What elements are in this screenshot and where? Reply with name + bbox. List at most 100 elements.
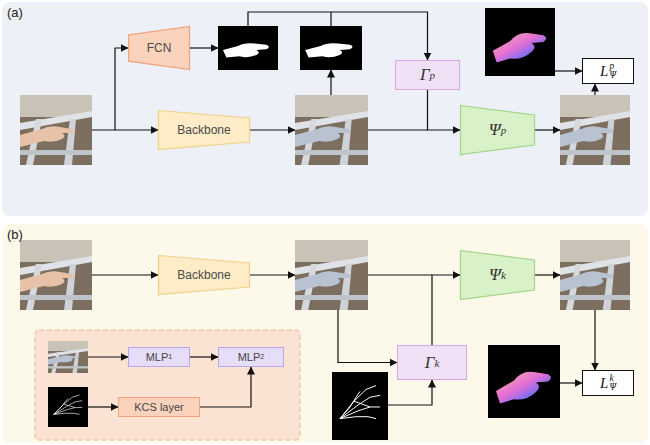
- psi-network: Ψp: [460, 105, 535, 155]
- node-label: MLP2: [238, 351, 265, 363]
- symbol-text: Backbone: [177, 268, 230, 282]
- wires: [88, 12, 595, 407]
- panel: (a)FCNBackboneΓpΨpLpΨ: [2, 2, 648, 216]
- wire: [594, 310, 595, 370]
- node-label: LkΨ: [600, 374, 616, 392]
- wire: [535, 129, 560, 130]
- mask-image: [300, 26, 362, 70]
- wire: [250, 274, 295, 275]
- subscript: p: [501, 124, 507, 136]
- subscript: Ψ: [609, 71, 616, 80]
- wire: [92, 274, 158, 275]
- input-photo: [20, 95, 92, 165]
- panel-label: (a): [7, 5, 23, 20]
- wire: [115, 48, 128, 130]
- node-label: Ψk: [489, 265, 506, 285]
- backbone-block: Backbone: [158, 255, 250, 295]
- script-stack: pΨ: [609, 62, 616, 80]
- mlp-box: MLP2: [218, 347, 284, 367]
- wire: [560, 382, 582, 383]
- script-stack: kΨ: [609, 374, 616, 392]
- loss-box: LpΨ: [582, 58, 634, 84]
- block-shape: [159, 256, 250, 295]
- symbol-text: KCS layer: [134, 401, 184, 413]
- feature-photo: [295, 95, 368, 165]
- symbol-text: Γ: [420, 65, 430, 85]
- panel-label: (b): [7, 227, 23, 242]
- subscript: p: [430, 69, 436, 81]
- symbol-text: MLP: [238, 351, 261, 363]
- rendered-hand: [485, 8, 555, 76]
- wire: [92, 129, 158, 130]
- kcs-layer-box: KCS layer: [118, 397, 200, 417]
- subscript: 1: [168, 353, 172, 361]
- wire: [330, 12, 331, 26]
- symbol-text: Backbone: [177, 123, 230, 137]
- wire: [190, 47, 218, 48]
- symbol-text: Ψ: [489, 265, 501, 285]
- connector-arrow: [432, 275, 460, 345]
- node-label: Ψp: [489, 120, 506, 140]
- symbol-text: MLP: [146, 351, 169, 363]
- node-label: FCN: [147, 41, 172, 55]
- output-photo: [560, 240, 630, 310]
- mask-image: [218, 26, 278, 70]
- backbone-block: Backbone: [158, 110, 250, 150]
- node-label: LpΨ: [600, 62, 616, 80]
- wire: [330, 70, 331, 95]
- inset-photo: [48, 341, 88, 373]
- wire: [338, 310, 397, 363]
- psi-network: Ψk: [460, 250, 535, 300]
- subscript: k: [434, 357, 439, 369]
- subscript: Ψ: [609, 383, 616, 392]
- wire: [594, 84, 595, 95]
- feature-photo: [295, 240, 368, 310]
- output-photo: [560, 95, 630, 165]
- node-label: Backbone: [177, 123, 230, 137]
- dashed-inset: [35, 330, 300, 440]
- wire: [88, 356, 128, 357]
- input-photo: [20, 240, 92, 310]
- panel-ground: [2, 2, 648, 216]
- wire: [368, 129, 428, 130]
- gamma-box: Γp: [395, 60, 460, 90]
- wire: [248, 12, 428, 60]
- subscript: k: [501, 269, 506, 281]
- panel: (b)BackboneΨkΓkMLP1MLP2KCS layerLkΨ: [2, 224, 648, 443]
- symbol-text: L: [600, 375, 608, 392]
- node-label: Γp: [420, 65, 435, 85]
- panel-ground: [2, 224, 648, 443]
- wire: [555, 70, 582, 71]
- gamma-box: Γk: [397, 345, 467, 380]
- wire: [368, 274, 432, 275]
- wire: [88, 406, 118, 407]
- block-shape: [129, 27, 190, 70]
- symbol-text: FCN: [147, 41, 172, 55]
- symbol-text: L: [600, 63, 608, 80]
- connector-arrow: [428, 90, 461, 130]
- node-label: Γk: [425, 353, 440, 373]
- node-label: Backbone: [177, 268, 230, 282]
- keypoint-image: [48, 387, 88, 427]
- wire: [250, 129, 295, 130]
- fcn-block: FCN: [128, 26, 190, 70]
- symbol-text: Ψ: [489, 120, 501, 140]
- symbol-text: Γ: [425, 353, 435, 373]
- connector-arrow: [190, 356, 218, 357]
- rendered-hand: [488, 345, 560, 418]
- block-shape: [461, 106, 535, 155]
- connector-arrow: [200, 367, 251, 407]
- node-label: MLP1: [146, 351, 173, 363]
- superscript: k: [609, 374, 616, 383]
- node-label: KCS layer: [134, 401, 184, 413]
- block-shape: [461, 251, 535, 300]
- wire: [535, 274, 560, 275]
- subscript: 2: [260, 353, 264, 361]
- mlp-box: MLP1: [128, 347, 190, 367]
- loss-box: LkΨ: [582, 370, 634, 396]
- keypoint-image: [332, 372, 388, 440]
- superscript: p: [609, 62, 616, 71]
- block-shape: [159, 111, 250, 150]
